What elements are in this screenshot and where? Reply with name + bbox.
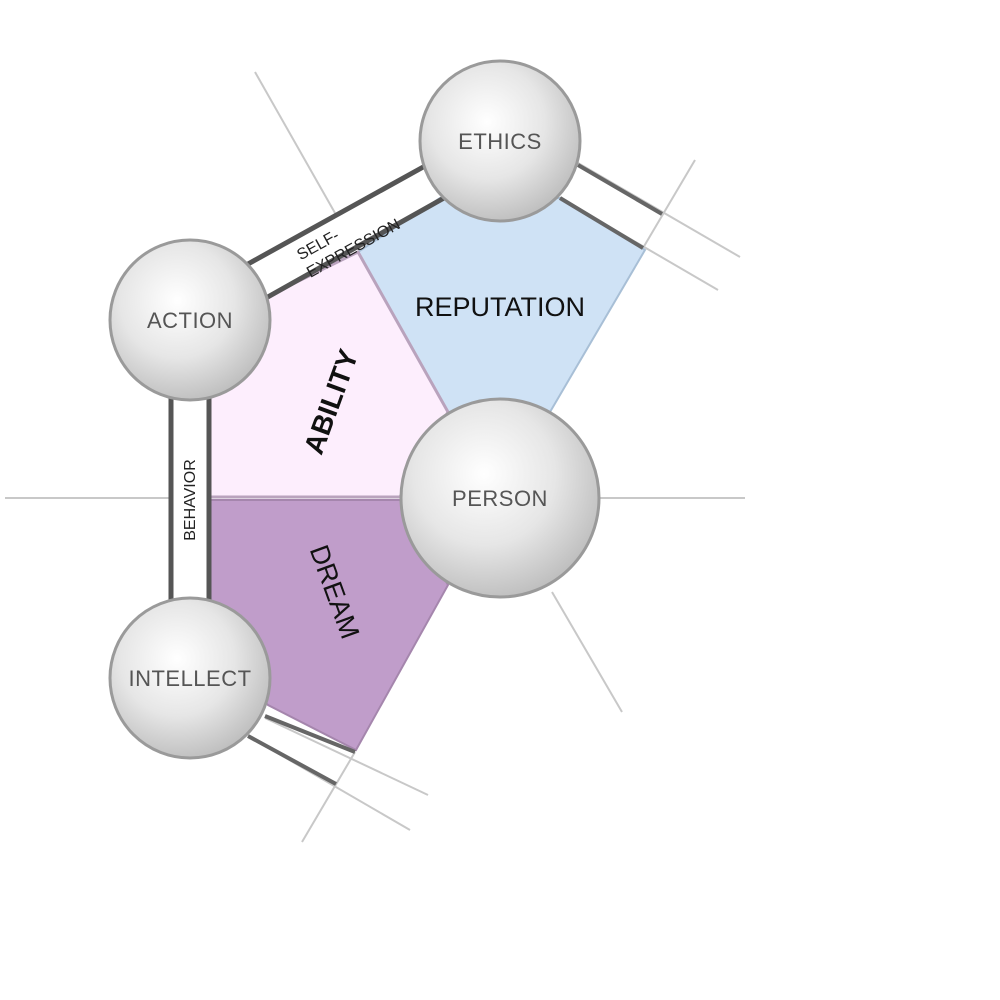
ray-intellect-upper (264, 717, 429, 796)
node-person: PERSON (399, 397, 601, 599)
connector-self-expression (246, 163, 446, 301)
node-ethics: ETHICS (418, 59, 582, 223)
ray-lower-right (551, 591, 623, 713)
connector-ethics-right (558, 163, 664, 250)
node-ethics-label: ETHICS (458, 129, 542, 154)
region-reputation-label: REPUTATION (415, 292, 585, 322)
node-intellect: INTELLECT (108, 596, 272, 760)
ray-bottom (301, 751, 356, 843)
ray-top-left (254, 71, 336, 214)
connector-behavior (168, 396, 212, 604)
node-action: ACTION (108, 238, 272, 402)
node-person-label: PERSON (452, 486, 548, 511)
ray-top-right (642, 159, 696, 249)
connector-intellect-right (247, 714, 356, 786)
node-intellect-label: INTELLECT (128, 666, 251, 691)
behavior-label: BEHAVIOR (182, 459, 199, 541)
node-action-label: ACTION (147, 308, 233, 333)
